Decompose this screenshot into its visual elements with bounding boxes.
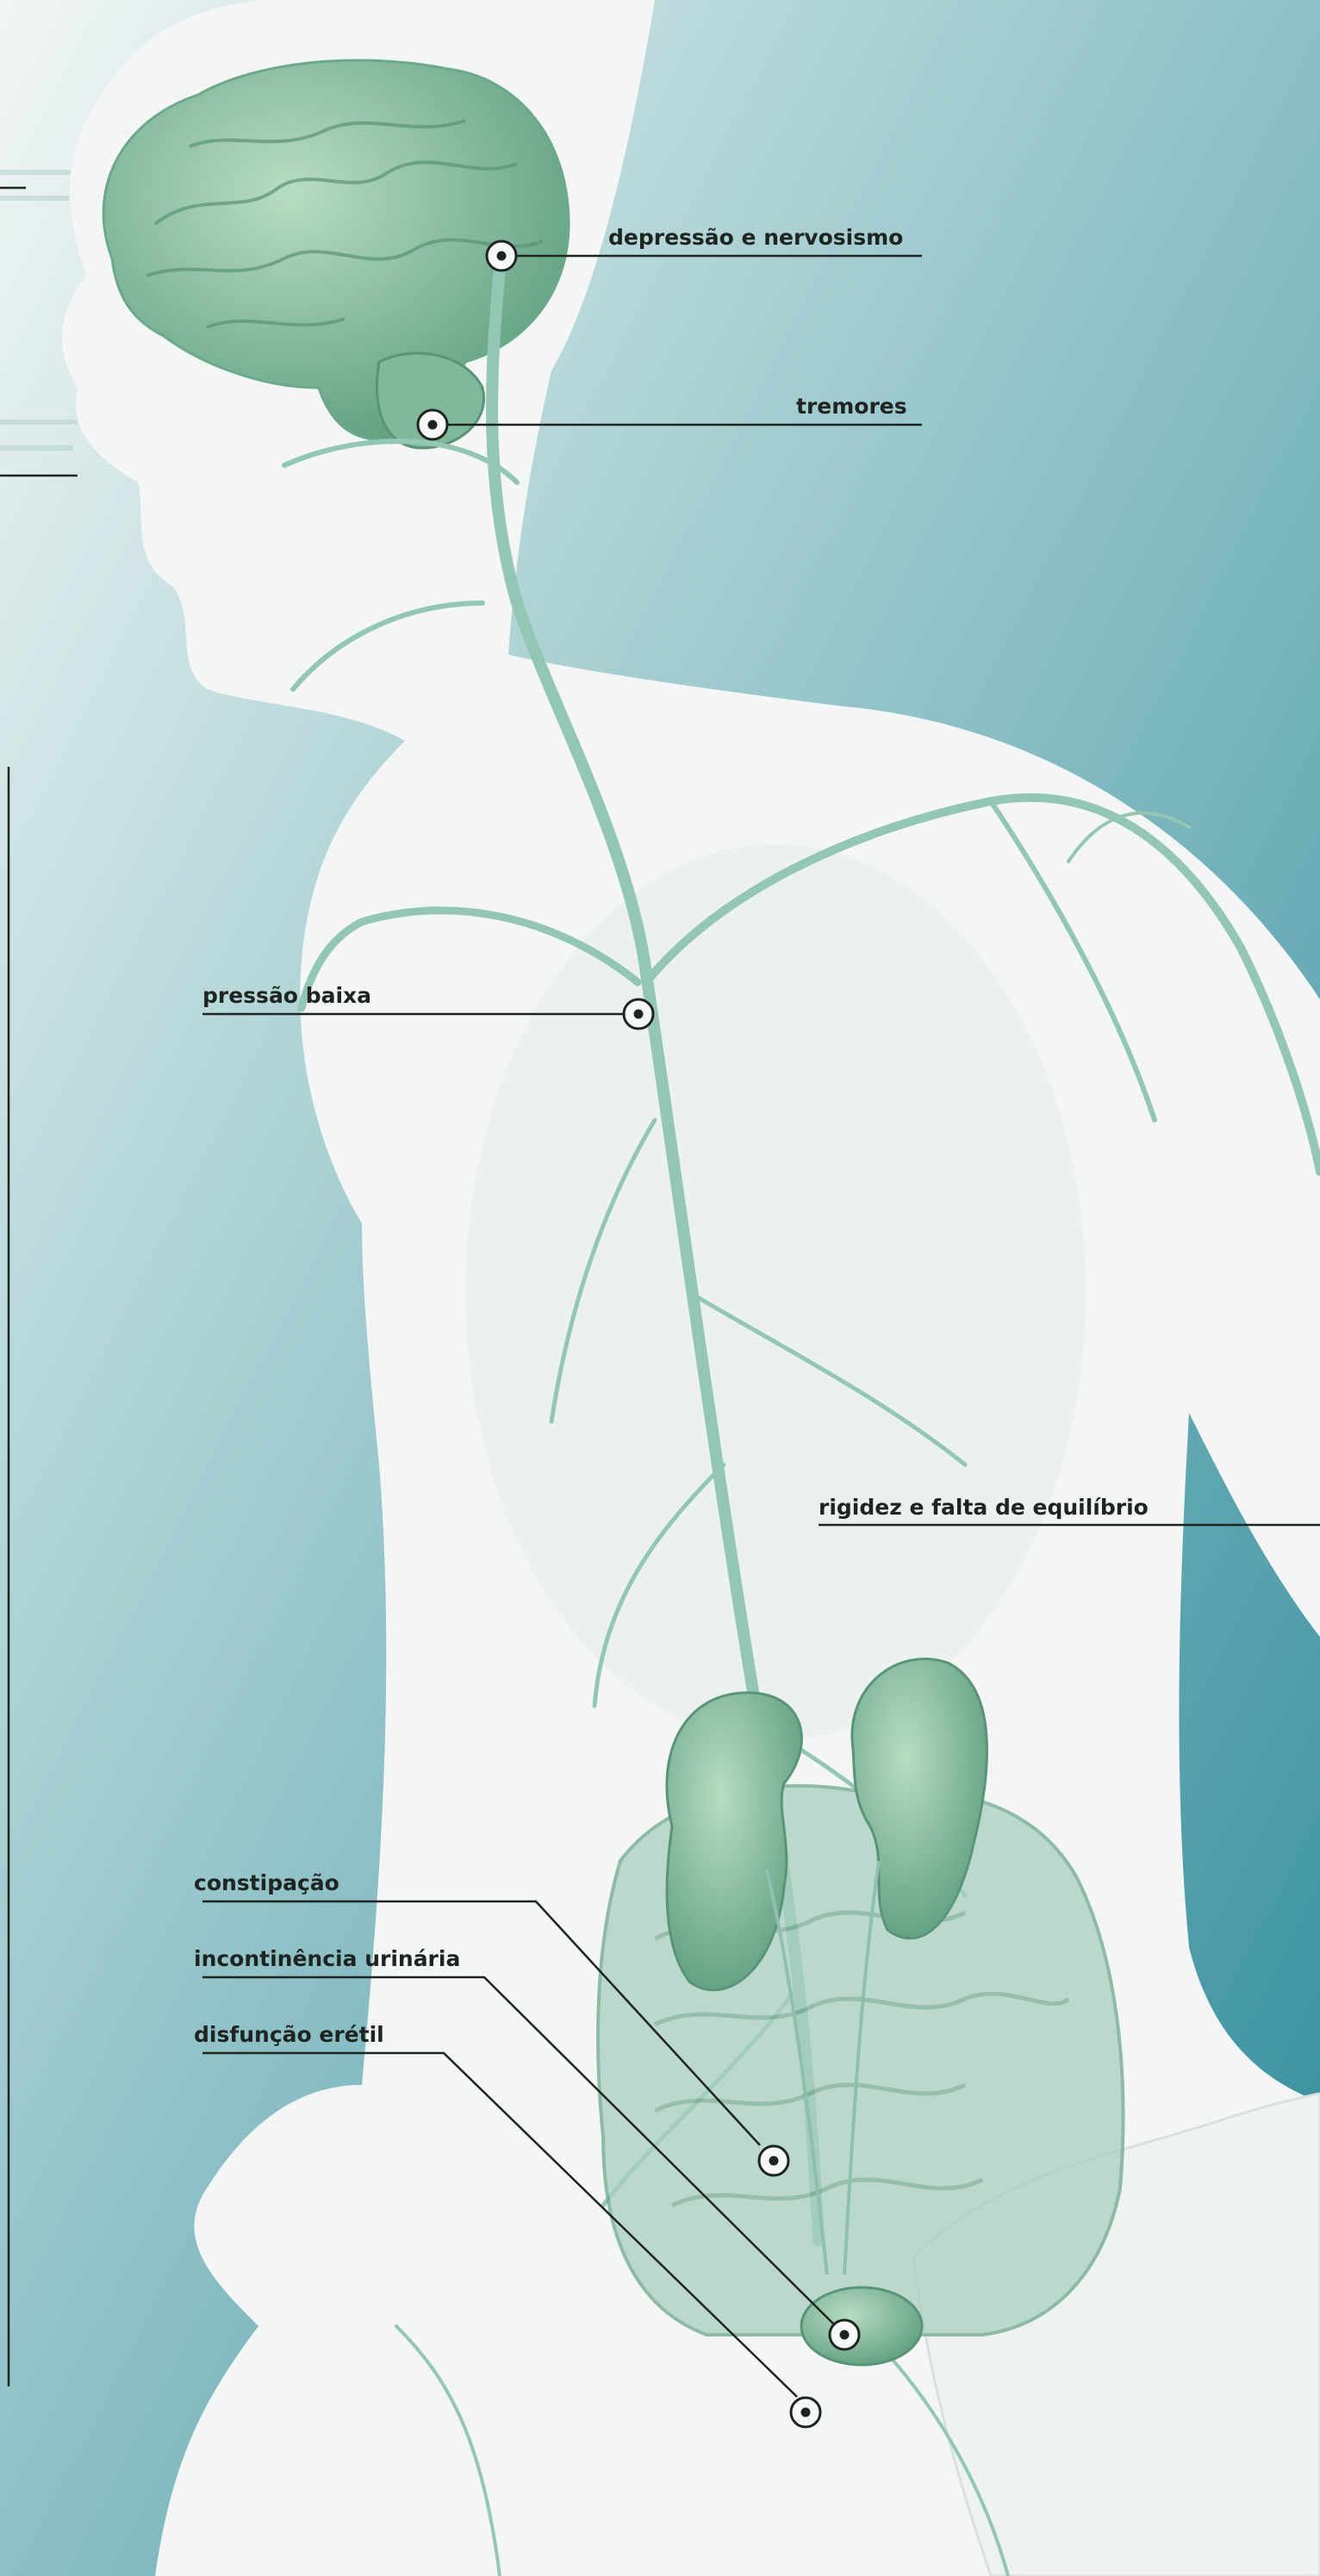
callout-marker-icon bbox=[418, 410, 447, 439]
label-depressao: depressão e nervosismo bbox=[608, 227, 903, 248]
label-incontinencia: incontinência urinária bbox=[194, 1948, 460, 1969]
callout-marker-icon bbox=[791, 2398, 820, 2427]
label-tremores: tremores bbox=[796, 395, 907, 417]
bladder-icon bbox=[801, 2287, 922, 2365]
label-rigidez: rigidez e falta de equilíbrio bbox=[819, 1496, 1149, 1518]
callout-marker-icon bbox=[487, 241, 516, 271]
label-disfuncao: disfunção erétil bbox=[194, 2024, 384, 2045]
callout-marker-icon bbox=[624, 999, 653, 1029]
label-pressao-baixa: pressão baixa bbox=[202, 985, 371, 1006]
torso-shading bbox=[465, 844, 1086, 1740]
callout-marker-icon bbox=[830, 2320, 859, 2349]
label-constipacao: constipação bbox=[194, 1872, 339, 1894]
callout-marker-icon bbox=[759, 2146, 788, 2175]
